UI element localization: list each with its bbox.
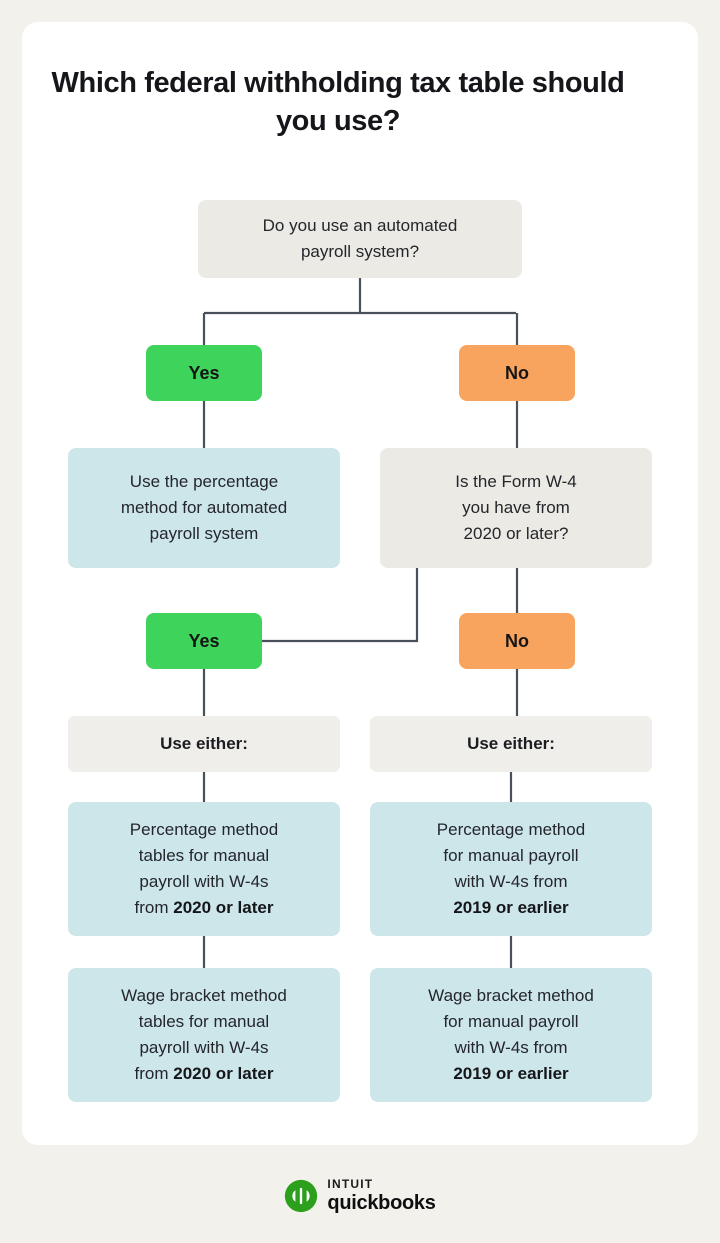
- badge-yes-automated[interactable]: Yes: [146, 345, 262, 401]
- node-result-wage-bracket-2019[interactable]: Wage bracket method for manual payroll w…: [370, 968, 652, 1102]
- q1-line1: Do you use an automated: [262, 216, 458, 235]
- pct-l-line4-bold: 2020 or later: [173, 898, 274, 917]
- node-use-either-right[interactable]: Use either:: [370, 716, 652, 772]
- wb-r-line4-bold: 2019 or earlier: [453, 1064, 569, 1083]
- wb-r-line3: with W-4s from: [454, 1038, 568, 1057]
- wb-l-line4-prefix: from: [134, 1064, 174, 1083]
- pct-l-line3: payroll with W-4s: [139, 872, 269, 891]
- q2-line2: you have from: [462, 498, 570, 517]
- res-auto-line1: Use the percentage: [129, 472, 279, 491]
- page-title: Which federal withholding tax table shou…: [51, 67, 625, 137]
- brand-logo: INTUIT quickbooks: [0, 1178, 720, 1213]
- brand-wordmark: INTUIT quickbooks: [327, 1178, 435, 1213]
- node-result-percentage-2019[interactable]: Percentage method for manual payroll wit…: [370, 802, 652, 936]
- wb-r-line2: for manual payroll: [443, 1012, 579, 1031]
- q1-line2: payroll system?: [300, 242, 420, 261]
- badge-no-automated[interactable]: No: [459, 345, 575, 401]
- badge-no-w4-2020[interactable]: No: [459, 613, 575, 669]
- q2-line3: 2020 or later?: [463, 524, 569, 543]
- node-result-wage-bracket-tables-2020[interactable]: Wage bracket method tables for manual pa…: [68, 968, 340, 1102]
- pct-r-line2: for manual payroll: [443, 846, 579, 865]
- wb-r-line1: Wage bracket method: [428, 986, 594, 1005]
- res-auto-line3: payroll system: [149, 524, 259, 543]
- brand-intuit: INTUIT: [327, 1177, 374, 1191]
- res-auto-line2: method for automated: [120, 498, 288, 517]
- node-question-form-w4-year[interactable]: Is the Form W-4 you have from 2020 or la…: [380, 448, 652, 568]
- node-question-automated-payroll[interactable]: Do you use an automated payroll system?: [198, 200, 522, 278]
- pct-r-line4-bold: 2019 or earlier: [453, 898, 569, 917]
- pct-l-line2: tables for manual: [138, 846, 270, 865]
- pct-r-line3: with W-4s from: [454, 872, 568, 891]
- node-result-percentage-tables-2020[interactable]: Percentage method tables for manual payr…: [68, 802, 340, 936]
- wb-l-line2: tables for manual: [138, 1012, 270, 1031]
- wb-l-line1: Wage bracket method: [121, 986, 287, 1005]
- brand-quickbooks: quickbooks: [327, 1192, 436, 1214]
- node-result-percentage-automated[interactable]: Use the percentage method for automated …: [68, 448, 340, 568]
- wb-l-line3: payroll with W-4s: [139, 1038, 269, 1057]
- pct-l-line4-prefix: from: [134, 898, 174, 917]
- node-use-either-left[interactable]: Use either:: [68, 716, 340, 772]
- wb-l-line4-bold: 2020 or later: [173, 1064, 274, 1083]
- pct-l-line1: Percentage method: [129, 820, 279, 839]
- pct-r-line1: Percentage method: [436, 820, 586, 839]
- q2-line1: Is the Form W-4: [455, 472, 577, 491]
- qb-circle-icon: [285, 1179, 318, 1212]
- badge-yes-w4-2020[interactable]: Yes: [146, 613, 262, 669]
